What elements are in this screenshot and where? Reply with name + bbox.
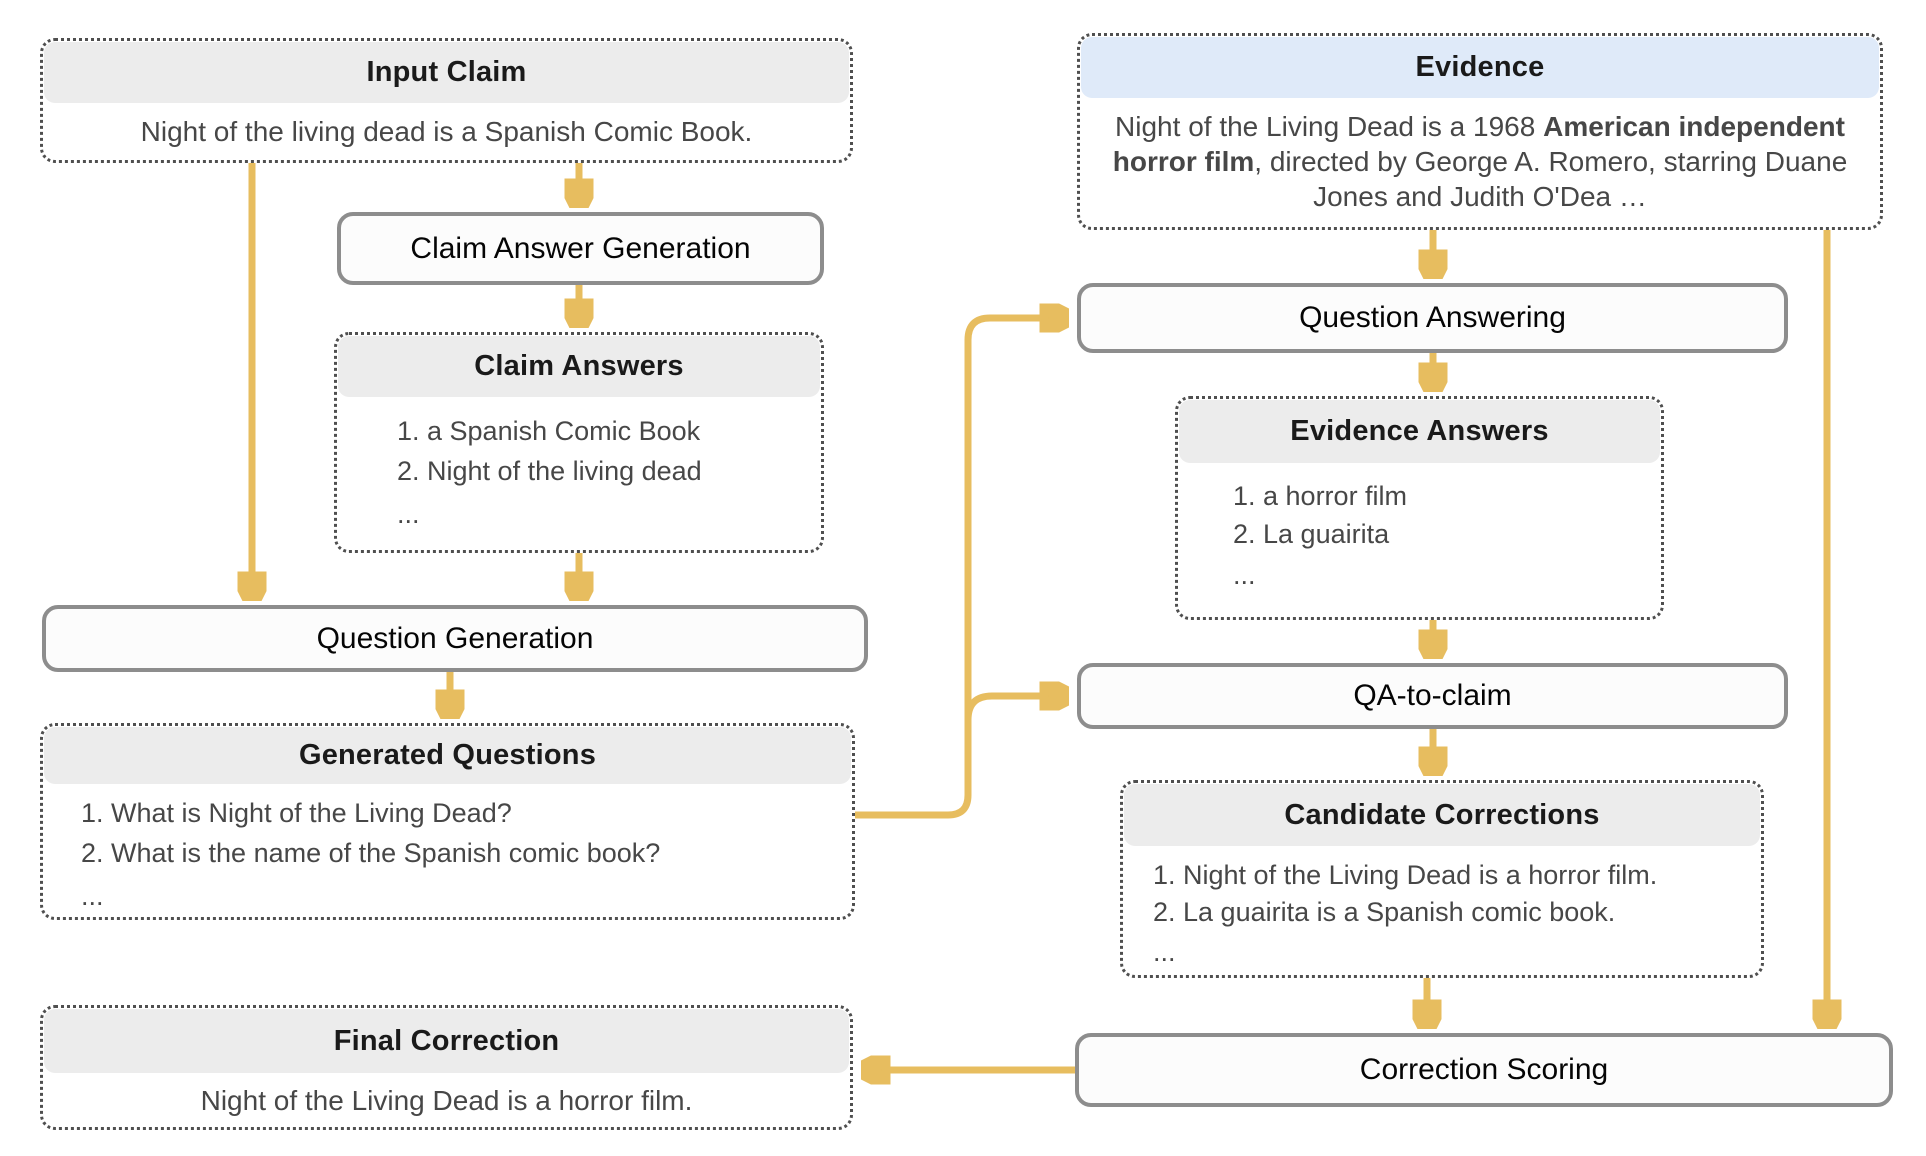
correction-scoring-box: Correction Scoring	[1075, 1033, 1893, 1107]
question-answering-label: Question Answering	[1299, 301, 1566, 334]
list-item: 2. Night of the living dead	[397, 456, 702, 486]
evidence-answers-title: Evidence Answers	[1179, 400, 1660, 463]
arrow-generated-questions-to-question-answering	[855, 318, 1064, 819]
evidence-box: Evidence Night of the Living Dead is a 1…	[1077, 33, 1883, 230]
input-claim-text: Night of the living dead is a Spanish Co…	[140, 116, 753, 147]
claim-answer-generation-label: Claim Answer Generation	[410, 231, 751, 265]
list-item: ...	[1233, 560, 1256, 590]
evidence-answers-list: 1. a horror film 2. La guairita ...	[1178, 464, 1661, 617]
final-correction-box: Final Correction Night of the Living Dea…	[40, 1005, 853, 1130]
evidence-text-prefix: Night of the Living Dead is a 1968	[1115, 110, 1544, 142]
claim-answers-title: Claim Answers	[338, 336, 820, 397]
evidence-text-suffix: , directed by George A. Romero, starring…	[1254, 145, 1848, 212]
evidence-text-bold: American independent horror film	[1112, 110, 1845, 177]
claim-answers-box: Claim Answers 1. a Spanish Comic Book 2.…	[334, 332, 824, 553]
qa-to-claim-label: QA-to-claim	[1353, 679, 1512, 712]
question-generation-box: Question Generation	[42, 605, 868, 672]
list-item: ...	[397, 499, 420, 529]
list-item: 2. La guairita	[1233, 519, 1390, 549]
generated-questions-list: 1. What is Night of the Living Dead? 2. …	[43, 785, 852, 917]
candidate-corrections-box: Candidate Corrections 1. Night of the Li…	[1120, 780, 1764, 978]
list-item: ...	[1153, 937, 1176, 967]
qa-to-claim-box: QA-to-claim	[1077, 663, 1788, 729]
evidence-answers-box: Evidence Answers 1. a horror film 2. La …	[1175, 396, 1664, 620]
claim-answers-list: 1. a Spanish Comic Book 2. Night of the …	[337, 398, 821, 550]
arrow-generated-questions-to-qa-to-claim	[964, 696, 1064, 721]
list-item: 1. a Spanish Comic Book	[397, 416, 701, 446]
correction-scoring-label: Correction Scoring	[1359, 1053, 1609, 1086]
question-answering-box: Question Answering	[1077, 283, 1788, 353]
list-item: 2. What is the name of the Spanish comic…	[81, 838, 661, 868]
candidate-corrections-title: Candidate Corrections	[1124, 784, 1760, 846]
list-item: 1. a horror film	[1233, 481, 1408, 511]
claim-answer-generation-box: Claim Answer Generation	[337, 212, 824, 285]
list-item: ...	[81, 881, 104, 911]
list-item: 1. Night of the Living Dead is a horror …	[1153, 860, 1658, 890]
generated-questions-title: Generated Questions	[44, 727, 851, 784]
final-correction-title: Final Correction	[44, 1009, 849, 1073]
evidence-text: Night of the Living Dead is a 1968 Ameri…	[1080, 99, 1880, 227]
input-claim-title: Input Claim	[44, 42, 849, 103]
question-generation-label: Question Generation	[316, 621, 594, 655]
final-correction-text: Night of the Living Dead is a horror fil…	[200, 1084, 693, 1116]
evidence-title: Evidence	[1081, 37, 1879, 98]
generated-questions-box: Generated Questions 1. What is Night of …	[40, 723, 855, 920]
candidate-corrections-list: 1. Night of the Living Dead is a horror …	[1123, 847, 1761, 975]
input-claim-box: Input Claim Night of the living dead is …	[40, 38, 853, 163]
list-item: 2. La guairita is a Spanish comic book.	[1153, 897, 1616, 927]
list-item: 1. What is Night of the Living Dead?	[81, 798, 512, 828]
